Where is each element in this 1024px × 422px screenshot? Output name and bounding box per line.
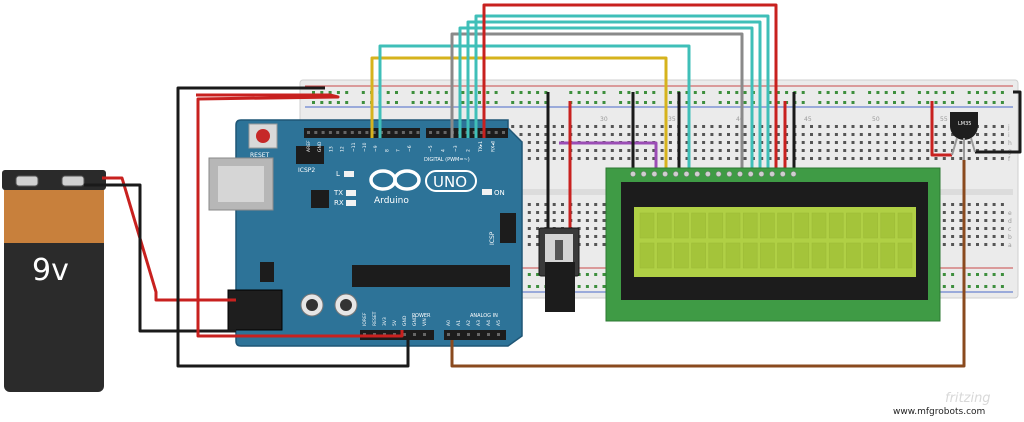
power-label: POWER bbox=[412, 313, 431, 319]
digital-pin-label: ~5 bbox=[428, 145, 434, 152]
arduino-logo-icon bbox=[369, 169, 421, 191]
fritzing-watermark: fritzing bbox=[945, 391, 991, 406]
reset-label: RESET bbox=[250, 152, 270, 159]
site-watermark: www.mfgrobots.com bbox=[893, 407, 985, 417]
led-on-label: ON bbox=[494, 189, 505, 197]
digital-pin-label: ~6 bbox=[407, 145, 413, 152]
arduino-brand-label: Arduino bbox=[374, 196, 409, 206]
battery-label: 9v bbox=[32, 253, 69, 288]
battery-positive-wire bbox=[102, 176, 236, 302]
led-tx-label: TX bbox=[333, 189, 343, 197]
red-data-wire bbox=[482, 3, 778, 170]
power-pin-label: VIN bbox=[422, 318, 428, 326]
digital-pin-label: 2 bbox=[466, 149, 472, 152]
sensor-signal-wire bbox=[450, 160, 966, 368]
battery-terminal-icon bbox=[61, 175, 85, 187]
battery-terminal-icon bbox=[15, 175, 39, 187]
atmega-chip bbox=[352, 265, 510, 287]
power-pin-label: IOREF bbox=[362, 312, 368, 326]
battery-negative-wire bbox=[84, 183, 236, 333]
row-letter: a bbox=[1008, 242, 1012, 249]
digital-label: DIGITAL (PWM=~) bbox=[424, 157, 470, 163]
row-letter: f bbox=[1008, 156, 1011, 163]
breadboard-column-numbers: 30 35 40 45 50 55 bbox=[600, 116, 948, 123]
digital-pin-label: 8 bbox=[384, 149, 390, 152]
analog-label: ANALOG IN bbox=[470, 313, 498, 319]
row-letter: b bbox=[1008, 234, 1012, 241]
cyan-wire bbox=[378, 44, 691, 170]
gray-wire bbox=[450, 32, 744, 170]
power-pin-label: GND bbox=[402, 315, 408, 326]
row-letter: c bbox=[1008, 226, 1011, 233]
ground-wire bbox=[176, 86, 410, 368]
sensor-ground-wire bbox=[975, 90, 1022, 154]
potentiometer bbox=[538, 227, 580, 312]
wires bbox=[84, 3, 1022, 368]
analog-pin-label: A0 bbox=[446, 320, 452, 326]
uno-label: UNO bbox=[433, 173, 467, 191]
row-letter: j bbox=[1007, 124, 1010, 131]
usb-chip bbox=[311, 190, 329, 208]
analog-pin-label: A5 bbox=[496, 320, 502, 326]
cyan-wire-2 bbox=[458, 26, 754, 170]
analog-pin-label: A1 bbox=[456, 320, 462, 326]
digital-header-left bbox=[304, 128, 420, 138]
column-number: 30 bbox=[600, 116, 608, 123]
digital-pin-label: GND bbox=[317, 141, 323, 152]
sensor-vcc-wire bbox=[930, 101, 952, 157]
sensor-label: LM35 bbox=[958, 121, 971, 127]
row-letter: h bbox=[1008, 140, 1012, 147]
row-letter: e bbox=[1008, 210, 1012, 217]
digital-pin-label: 12 bbox=[340, 146, 346, 152]
5v-wire bbox=[196, 93, 404, 338]
power-pin-label: 5V bbox=[392, 319, 398, 326]
analog-header bbox=[444, 330, 506, 340]
digital-pin-label: ~3 bbox=[453, 145, 459, 152]
led-rx-label: RX bbox=[334, 199, 344, 207]
purple-wire bbox=[559, 141, 658, 170]
digital-pin-label: 4 bbox=[441, 149, 447, 152]
voltage-regulator bbox=[260, 262, 274, 282]
digital-pin-label: RX◂0 bbox=[491, 141, 497, 152]
arduino-uno-board: RESET ICSP2 L TX RX UNO Arduino ON ICSP bbox=[208, 119, 523, 347]
yellow-wire bbox=[370, 56, 668, 170]
led-l-label: L bbox=[336, 170, 340, 178]
digital-pin-label: 13 bbox=[328, 146, 334, 152]
cyan-wire-4 bbox=[474, 14, 770, 170]
digital-pin-label: ~9 bbox=[373, 145, 379, 152]
icsp-label: ICSP bbox=[489, 231, 496, 245]
analog-pin-label: A4 bbox=[486, 320, 492, 326]
cyan-wire-3 bbox=[466, 20, 762, 170]
icsp2-header bbox=[296, 146, 324, 164]
digital-pin-label: AREF bbox=[306, 140, 312, 152]
icsp-header bbox=[500, 213, 516, 243]
column-number: 55 bbox=[940, 116, 948, 123]
analog-pin-label: A2 bbox=[466, 320, 472, 326]
power-pin-label: 3V3 bbox=[382, 317, 388, 326]
analog-pin-label: A3 bbox=[476, 320, 482, 326]
digital-pin-label: ~11 bbox=[351, 142, 357, 152]
icsp2-label: ICSP2 bbox=[298, 167, 315, 174]
pin-labels: AREF GND 13 12 ~11 ~10 ~9 8 7 ~6 ~5 4 ~3 2 TX▸1 RX◂0IOR… bbox=[306, 140, 502, 326]
dc-power-jack bbox=[227, 289, 283, 331]
power-pin-label: RESET bbox=[372, 311, 378, 326]
column-number: 35 bbox=[668, 116, 676, 123]
9v-battery: 9v bbox=[2, 170, 106, 392]
lm35-temperature-sensor: LM35 bbox=[950, 112, 978, 160]
lcd-display bbox=[605, 167, 941, 322]
column-number: 40 bbox=[736, 116, 744, 123]
row-letter: d bbox=[1008, 218, 1012, 225]
digital-pin-label: TX▸1 bbox=[478, 141, 484, 153]
column-number: 45 bbox=[804, 116, 812, 123]
column-number: 50 bbox=[872, 116, 880, 123]
digital-pin-label: 7 bbox=[396, 149, 402, 152]
digital-pin-label: ~10 bbox=[362, 142, 368, 152]
power-pin-label: GND bbox=[412, 315, 418, 326]
row-letter: i bbox=[1008, 132, 1010, 139]
